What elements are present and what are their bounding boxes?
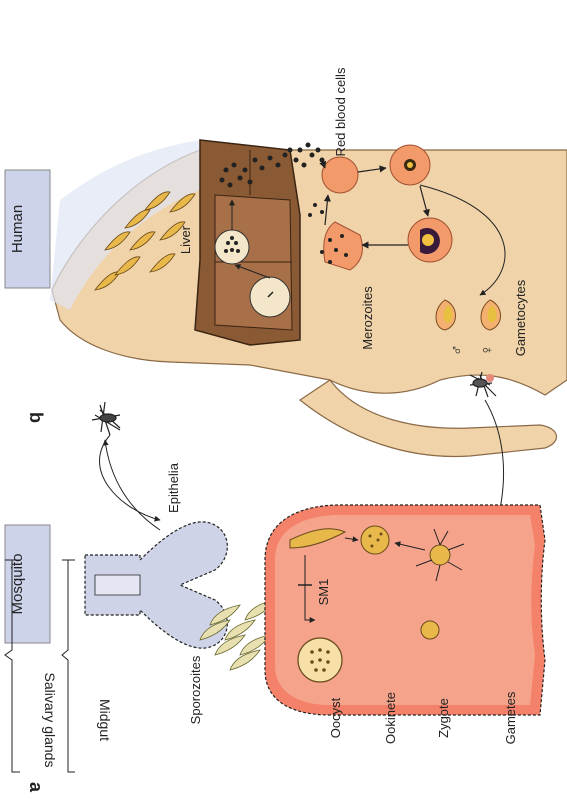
midgut-organ	[265, 505, 545, 715]
label-merozoites: Merozoites	[360, 286, 375, 350]
label-gametocytes: Gametocytes	[513, 279, 528, 356]
hepatocyte-schizont	[215, 230, 249, 264]
arm-shape	[300, 380, 556, 457]
arrow-to-skin	[100, 435, 160, 520]
female-symbol: ♀	[479, 344, 496, 356]
mosquito-header-text: Mosquito	[9, 554, 26, 615]
male-symbol: ♂	[449, 344, 466, 356]
mosquito-feeding-shoulder	[92, 402, 120, 435]
midgut-bracket	[62, 560, 75, 772]
liver-organ	[195, 140, 300, 345]
label-zygote: Zygote	[436, 698, 451, 738]
label-epithelia: Epithelia	[166, 462, 181, 513]
label-ookinete: Ookinete	[383, 692, 398, 744]
label-liver: Liver	[178, 225, 193, 254]
label-gametes: Gametes	[503, 691, 518, 744]
label-sporozoites: Sporozoites	[188, 655, 203, 724]
zygote-cell	[361, 526, 389, 554]
label-midgut: Midgut	[97, 699, 113, 741]
salivary-glands	[85, 522, 227, 648]
label-oocyst: Oocyst	[328, 697, 343, 738]
panel-letter-b: b	[26, 412, 46, 423]
red-blood-cell	[322, 157, 358, 193]
label-sm1: SM1	[316, 579, 331, 606]
human-header-text: Human	[9, 205, 26, 253]
label-salivary-glands: Salivary glands	[42, 673, 58, 768]
female-gamete	[421, 621, 439, 639]
panel-letter-a: a	[26, 782, 46, 793]
hepatocyte-cell	[250, 277, 290, 317]
arrow-glands-to-bite	[105, 440, 160, 530]
label-red-blood-cells: Red blood cells	[333, 67, 348, 156]
